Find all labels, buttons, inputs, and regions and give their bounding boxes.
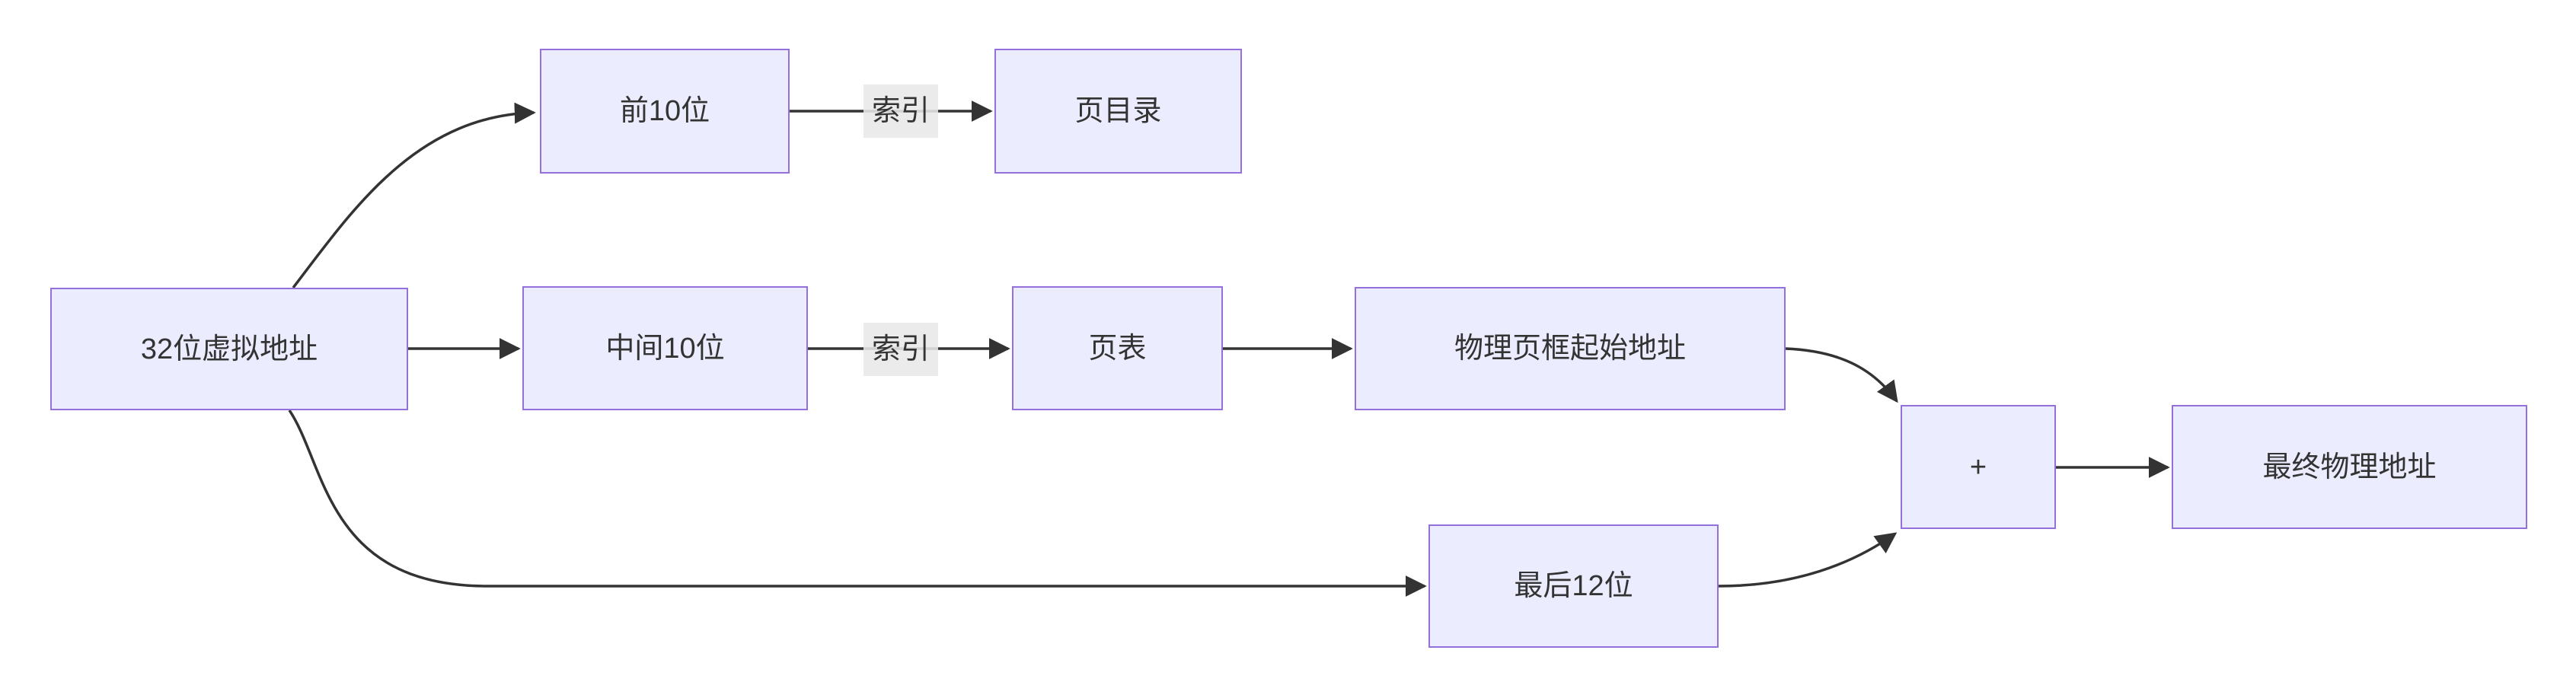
node-middle-10-bits: 中间10位 (522, 286, 808, 410)
edge-frame-base-to-plus (1785, 347, 1898, 403)
node-page-directory: 页目录 (994, 49, 1242, 174)
edge-last-12-bits-to-plus (1718, 532, 1898, 588)
node-final-physical-address: 最终物理地址 (2172, 405, 2527, 529)
node-last-12-bits: 最后12位 (1428, 524, 1719, 648)
edge-label-index-middle: 索引 (863, 323, 939, 376)
node-32bit-virtual-address: 32位虚拟地址 (50, 288, 408, 410)
node-plus-operator: + (1901, 405, 2056, 529)
node-page-table: 页表 (1012, 286, 1223, 410)
node-first-10-bits: 前10位 (540, 49, 790, 174)
node-physical-frame-base-address: 物理页框起始地址 (1355, 287, 1786, 410)
edge-virtual-address-to-first-10-bits (292, 102, 536, 289)
edge-virtual-address-to-last-12-bits (288, 410, 1427, 597)
edge-label-index-top: 索引 (863, 84, 939, 138)
